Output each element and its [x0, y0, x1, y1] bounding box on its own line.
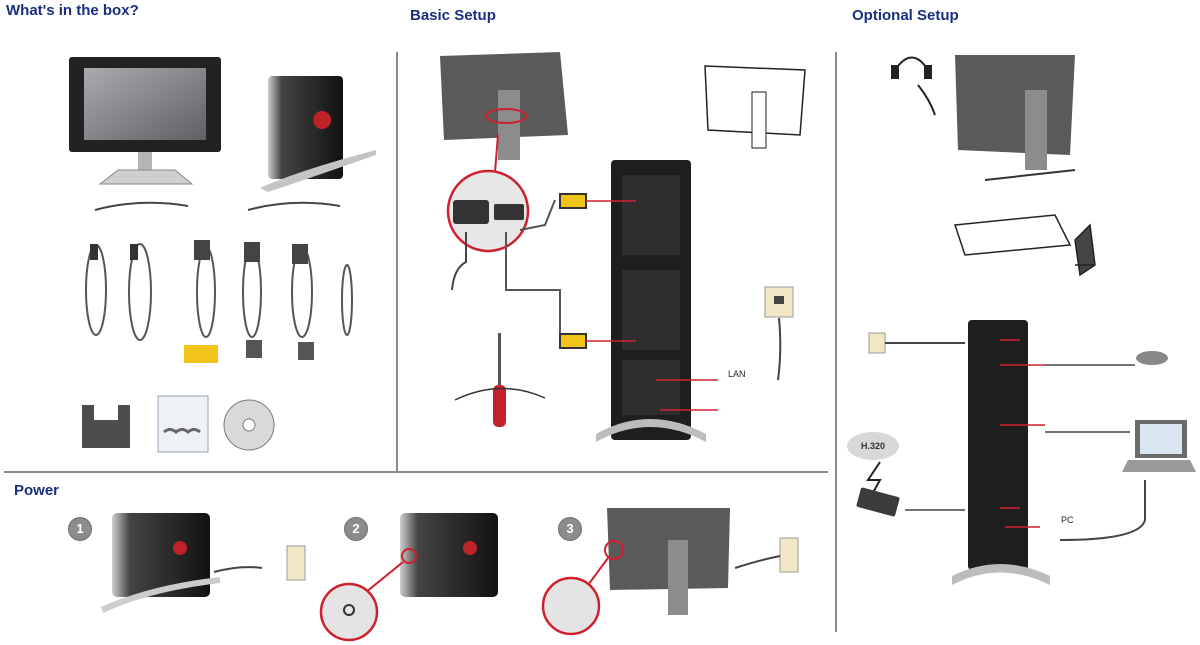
- lan-label: LAN: [728, 369, 746, 379]
- basic-power-cable: [451, 232, 467, 291]
- divider-power: [4, 471, 828, 473]
- box-monitor: [69, 57, 221, 185]
- callout-circle: [446, 134, 530, 253]
- box-stand: [82, 405, 130, 448]
- section-title-optional-setup: Optional Setup: [852, 7, 959, 24]
- section-title-whats-in-the-box: What's in the box?: [6, 2, 139, 19]
- mounting-bracket: [953, 214, 1096, 277]
- divider-box-basic: [396, 52, 398, 472]
- power-step-2-badge: 2: [344, 517, 368, 541]
- optional-red-links: [1000, 339, 1045, 528]
- box-cables: [85, 243, 353, 341]
- power-step-3-badge: 3: [558, 517, 582, 541]
- basic-monitor-outline: [704, 65, 806, 149]
- power-step2-codec: [319, 513, 498, 642]
- lan-jack-icon: [764, 286, 794, 381]
- pc-label: PC: [1061, 515, 1074, 525]
- outlet-icon: [868, 332, 965, 354]
- optional-monitor-back: [955, 55, 1076, 181]
- headset-icon: [891, 56, 936, 116]
- screwdriver-icon: [454, 333, 546, 427]
- cd-icon: [223, 399, 275, 451]
- box-codec-unit: [260, 76, 376, 192]
- section-title-basic-setup: Basic Setup: [410, 7, 496, 24]
- box-power-cables: [94, 201, 341, 211]
- divider-optional: [835, 52, 837, 632]
- cloud-icon: [847, 432, 965, 517]
- box-screw-bag: [157, 395, 209, 453]
- red-links: [586, 200, 718, 411]
- basic-codec-back: [596, 160, 706, 442]
- power-step3-monitor: [541, 508, 799, 636]
- basic-monitor-back: [440, 52, 568, 160]
- h320-label: H.320: [860, 441, 886, 451]
- laptop-icon: [1045, 420, 1196, 541]
- power-step1-codec: [100, 513, 306, 613]
- mic-pod-icon: [1045, 351, 1168, 366]
- optional-codec-back: [952, 320, 1050, 585]
- box-connectors: [90, 240, 314, 363]
- power-step-1-badge: 1: [68, 517, 92, 541]
- section-title-power: Power: [14, 482, 60, 499]
